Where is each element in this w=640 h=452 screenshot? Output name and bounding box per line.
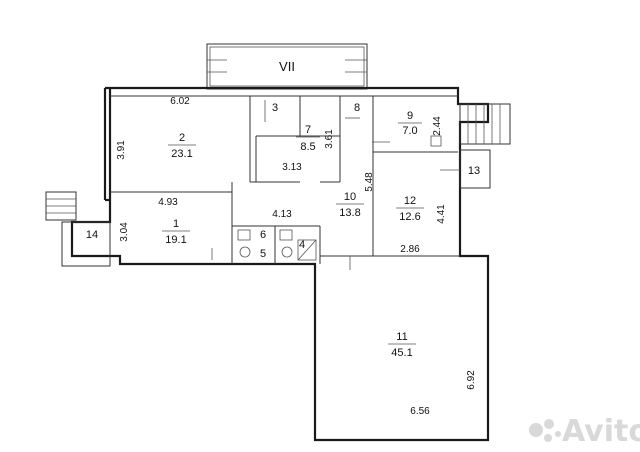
room-9-number: 9 <box>407 110 413 122</box>
interior-walls <box>110 95 460 264</box>
bathroom-fixtures <box>237 135 442 261</box>
avito-watermark: Avito <box>529 414 640 449</box>
dim-room9-height: 2.44 <box>432 116 443 136</box>
room-2-area: 23.1 <box>171 148 192 160</box>
room-10-area: 13.8 <box>339 207 360 219</box>
dim-room11-height: 6.92 <box>466 370 477 390</box>
room-7-area: 8.5 <box>300 141 315 153</box>
dim-room2-width: 6.02 <box>170 96 190 107</box>
room-14-number: 14 <box>86 229 98 241</box>
dim-room1-height: 3.04 <box>119 222 130 242</box>
stair-right <box>459 103 511 189</box>
dim-room10-height: 5.48 <box>364 172 375 192</box>
dim-room1-width: 4.93 <box>158 197 178 208</box>
dim-room7-width: 3.13 <box>282 162 302 173</box>
room-11-area: 45.1 <box>391 347 412 359</box>
room-7-number: 7 <box>305 124 311 136</box>
watermark-text: Avito <box>562 414 640 449</box>
outer-walls <box>70 86 490 442</box>
room-10-number: 10 <box>344 191 356 203</box>
room-3-number: 3 <box>272 102 278 114</box>
room-12-number: 12 <box>404 195 416 207</box>
stair-left <box>45 191 111 267</box>
room-8-number: 8 <box>354 102 360 114</box>
room-6-number: 6 <box>260 229 266 241</box>
room-labels: 2 23.1 1 19.1 3 7 8.5 8 9 7.0 10 13.8 12… <box>86 102 480 359</box>
dim-room2-height: 3.91 <box>116 140 127 160</box>
dim-room12-width: 2.86 <box>400 244 420 255</box>
dim-corridor-width: 4.13 <box>272 209 292 220</box>
room-2-number: 2 <box>179 132 185 144</box>
room-5-number: 5 <box>260 248 266 260</box>
room-4-number: 4 <box>299 239 305 251</box>
room-11-number: 11 <box>396 331 407 343</box>
balcony-label: VII <box>279 59 295 74</box>
dim-room7-height: 3.61 <box>324 129 335 149</box>
room-13-number: 13 <box>468 165 480 177</box>
room-9-area: 7.0 <box>402 125 417 137</box>
dimension-labels: 6.02 3.91 3.61 3.13 2.44 5.48 4.93 3.04 … <box>116 96 477 417</box>
room-1-number: 1 <box>173 218 179 230</box>
room-1-area: 19.1 <box>165 234 186 246</box>
room-12-area: 12.6 <box>399 211 420 223</box>
door-marks <box>211 100 460 270</box>
dim-room11-width: 6.56 <box>410 406 430 417</box>
dim-room12-height: 4.41 <box>436 204 447 224</box>
